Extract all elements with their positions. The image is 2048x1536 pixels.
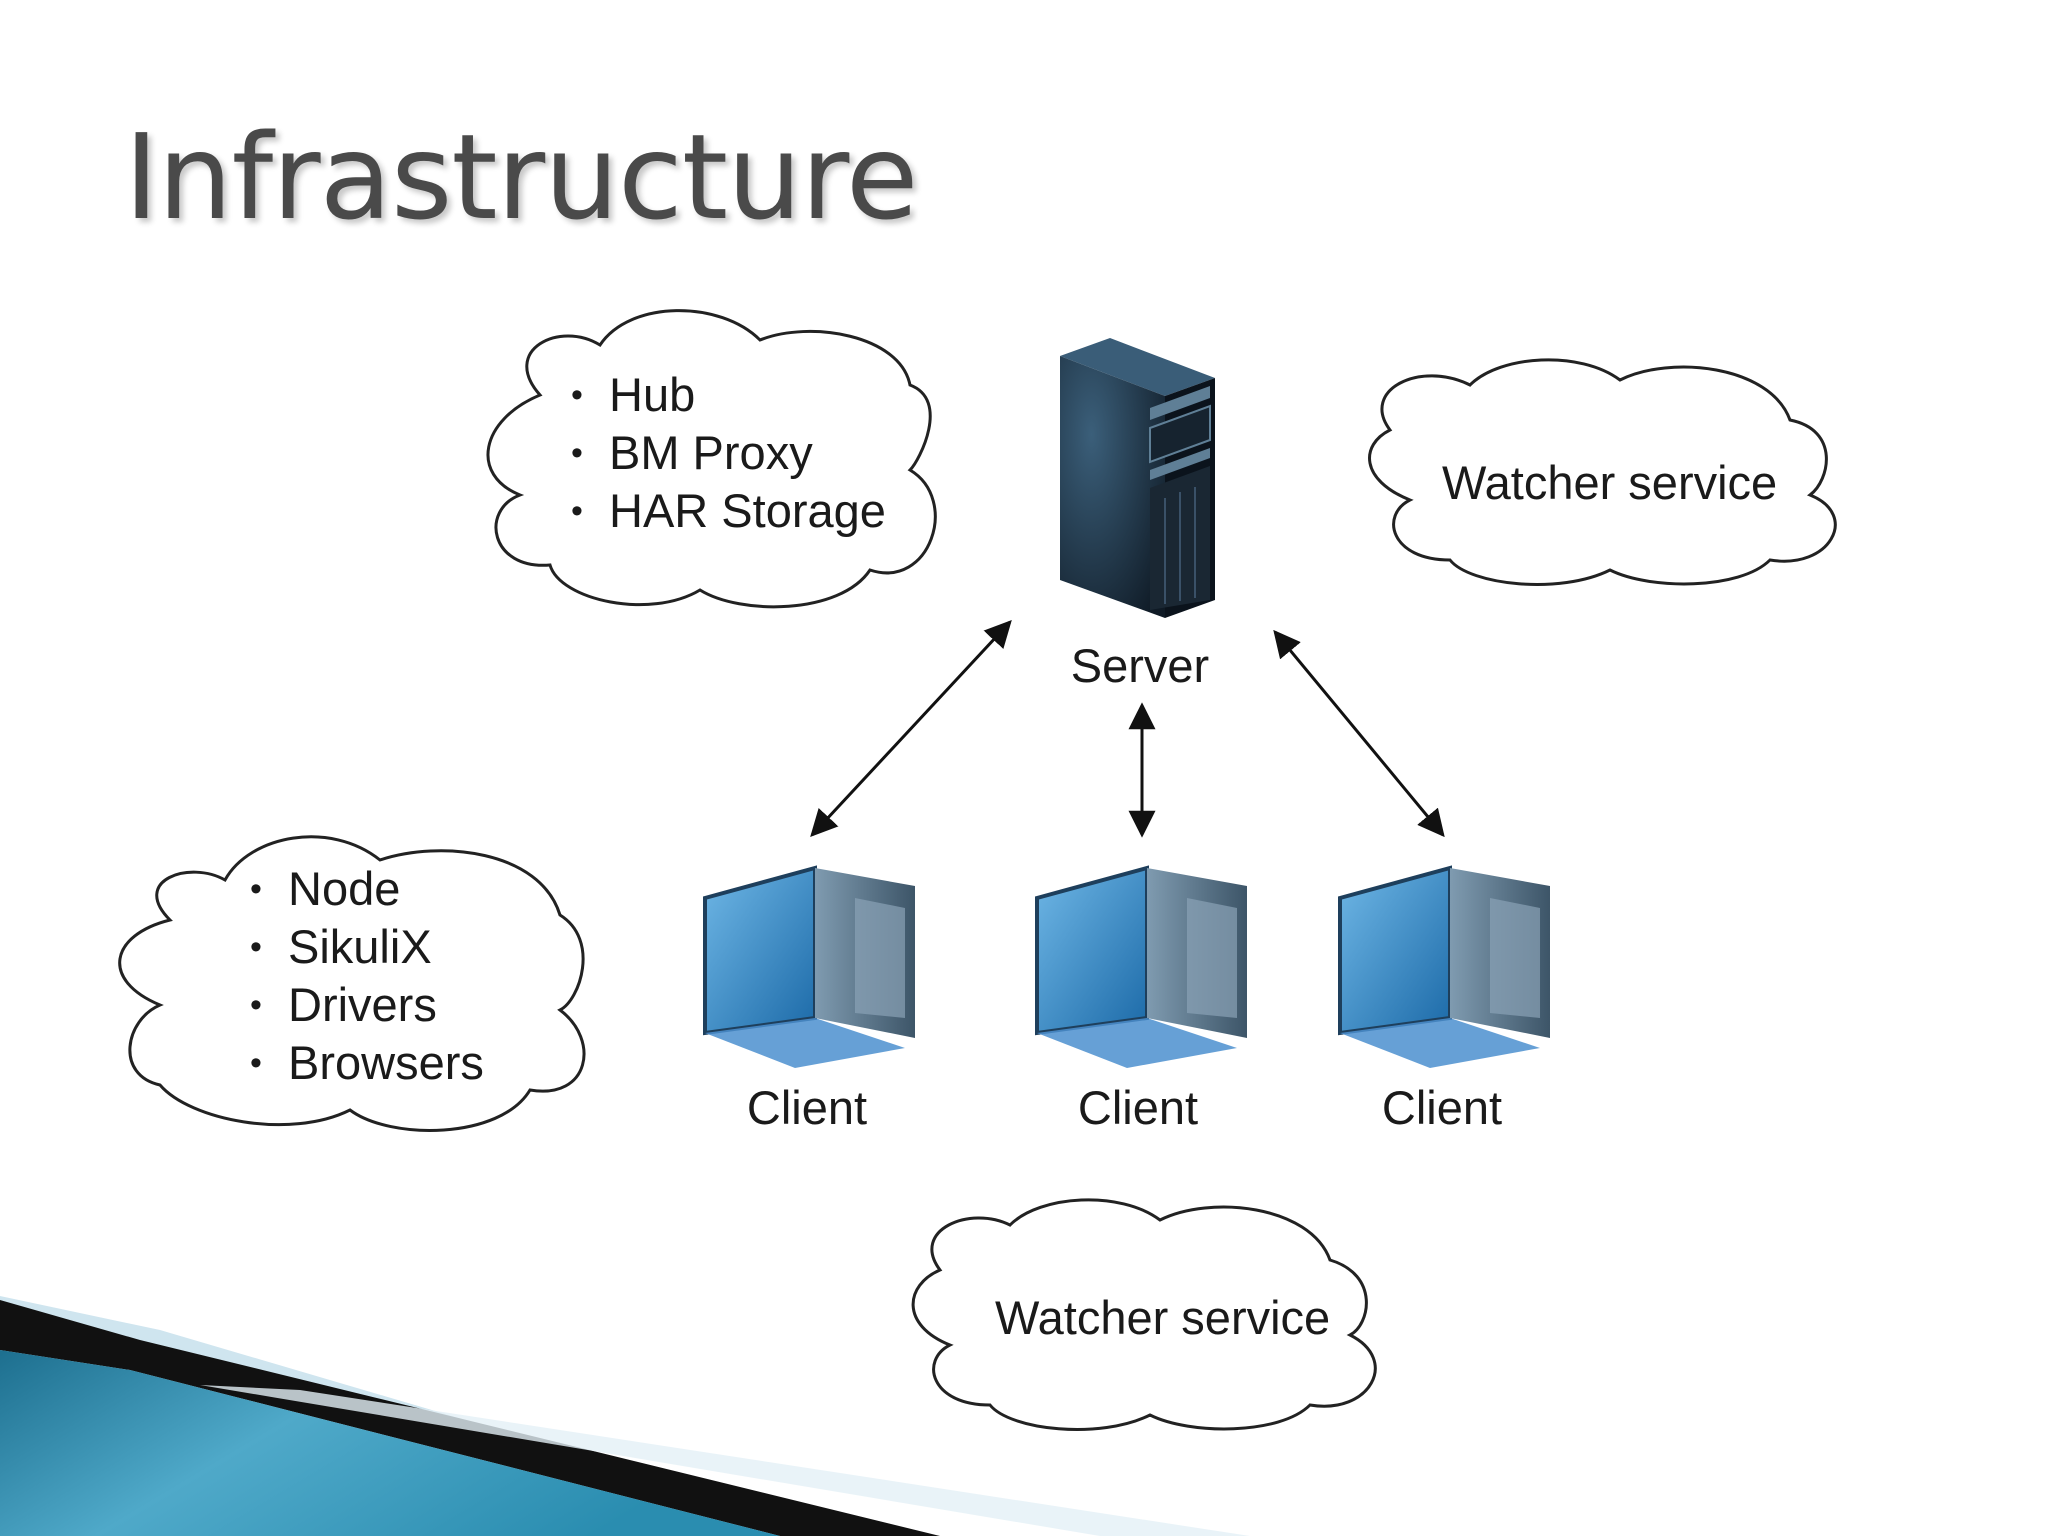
list-item: Node (244, 860, 484, 918)
arrow-server-client-right (1273, 629, 1445, 838)
client-label-1: Client (746, 1081, 868, 1134)
server-icon (1060, 338, 1215, 618)
swoosh-blue-band (0, 1350, 780, 1536)
client-icon-1 (703, 865, 915, 1068)
list-item: HAR Storage (565, 482, 886, 540)
slide-title: Infrastructure (124, 108, 918, 246)
client-icon-2 (1035, 865, 1247, 1068)
server-watcher-label: Watcher service (1442, 456, 1778, 509)
list-item: Browsers (244, 1034, 484, 1092)
client-watcher-label: Watcher service (995, 1291, 1331, 1344)
list-item: Hub (565, 366, 886, 424)
server-label: Server (1070, 639, 1210, 692)
swoosh-highlight (200, 1385, 1250, 1536)
list-item: BM Proxy (565, 424, 886, 482)
client-components-list: Node SikuliX Drivers Browsers (244, 860, 484, 1092)
client-label-2: Client (1077, 1081, 1199, 1134)
arrow-server-client-left (810, 620, 1012, 837)
client-icon-3 (1338, 865, 1550, 1068)
server-components-list: Hub BM Proxy HAR Storage (565, 366, 886, 540)
list-item: SikuliX (244, 918, 484, 976)
server-watcher-cloud-shape (1368, 358, 1837, 586)
list-item: Drivers (244, 976, 484, 1034)
client-label-3: Client (1381, 1081, 1503, 1134)
client-watcher-cloud-shape (911, 1198, 1377, 1431)
